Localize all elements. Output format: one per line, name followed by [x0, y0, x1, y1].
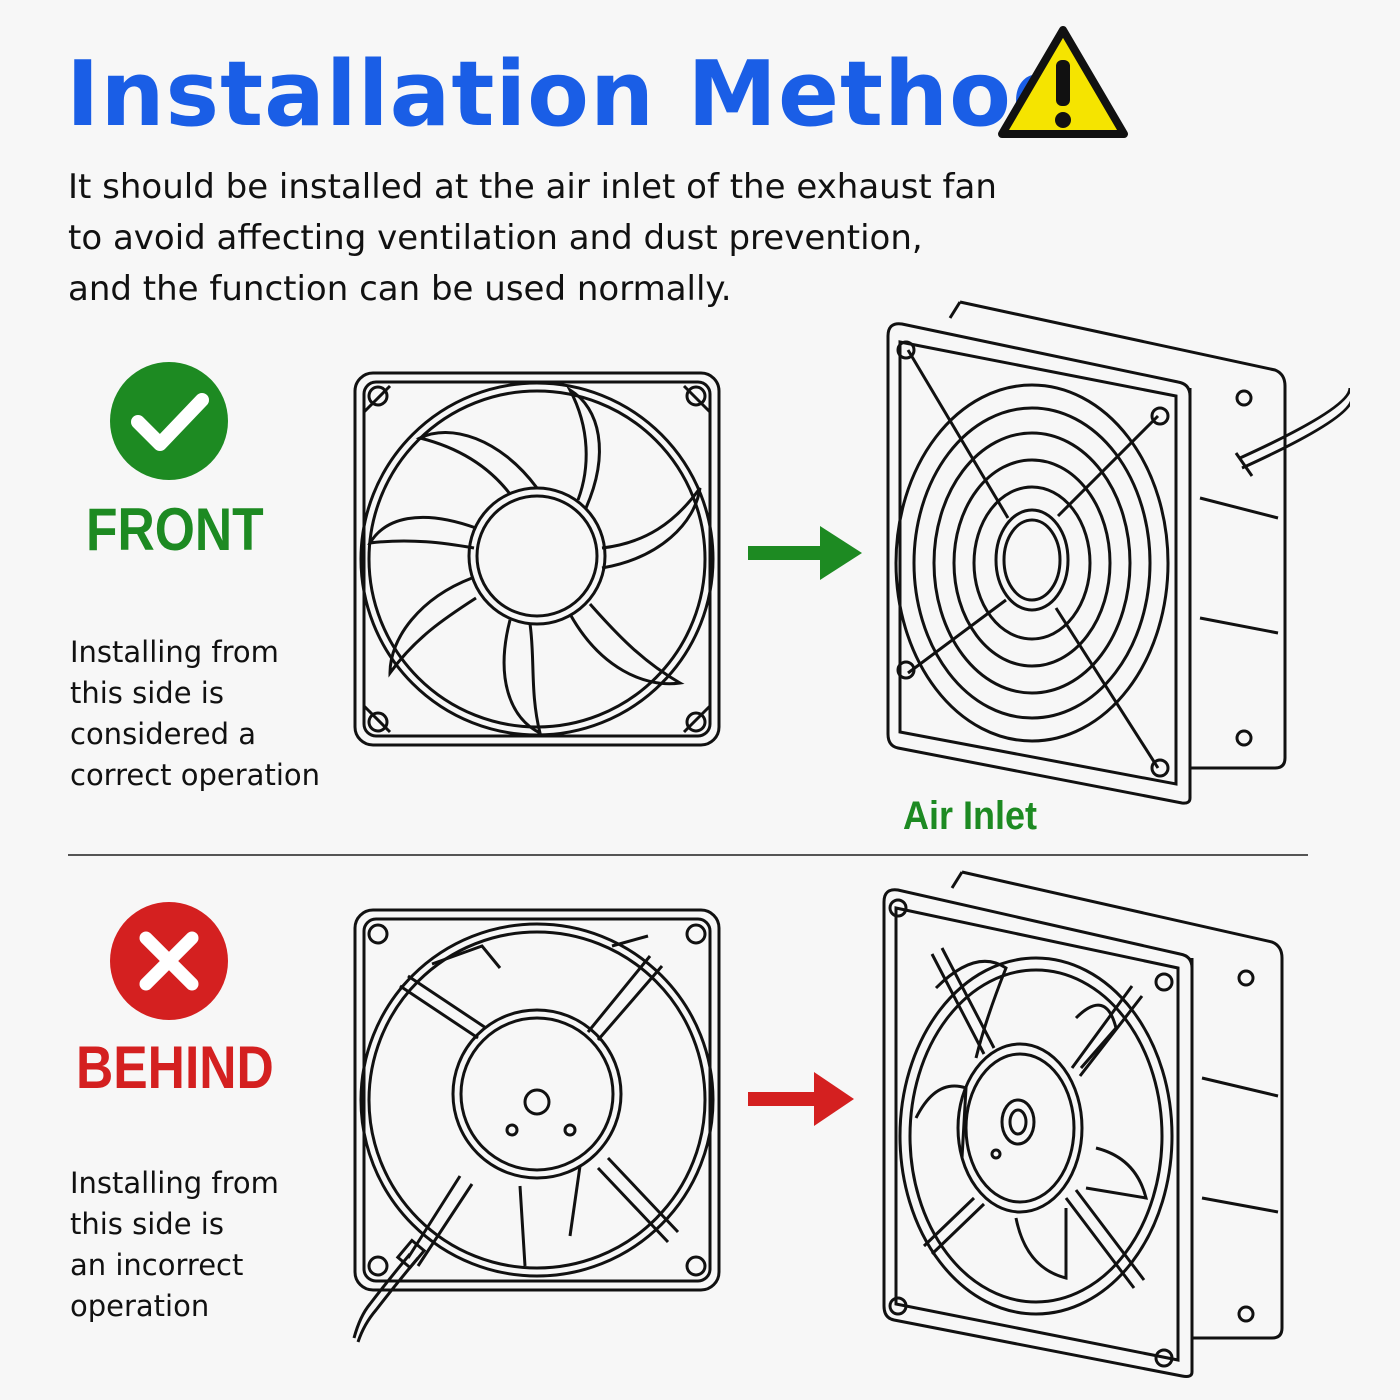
behind-note-line: Installing from [70, 1166, 279, 1200]
fan-back-face-icon [352, 908, 721, 1343]
front-label: FRONT [86, 496, 264, 563]
arrow-right-icon [748, 526, 862, 580]
description-line: It should be installed at the air inlet … [68, 167, 997, 207]
fan-front-face-icon [353, 371, 721, 747]
description-line: to avoid affecting ventilation and dust … [68, 218, 923, 258]
cross-icon [110, 902, 228, 1020]
description: It should be installed at the air inlet … [68, 162, 997, 315]
front-note-line: Installing from [70, 635, 279, 669]
check-icon [110, 362, 228, 480]
front-note-line: this side is [70, 676, 224, 710]
front-note: Installing from this side is considered … [70, 632, 320, 796]
air-inlet-label: Air Inlet [903, 794, 1038, 838]
front-note-line: correct operation [70, 758, 320, 792]
behind-label: BEHIND [76, 1034, 274, 1101]
description-line: and the function can be used normally. [68, 269, 732, 309]
fan-front-grill-icon [886, 300, 1350, 805]
section-divider [68, 854, 1308, 856]
fan-back-perspective-icon [882, 870, 1284, 1378]
page-title: Installation Method [66, 42, 1078, 147]
arrow-right-icon [748, 1072, 854, 1126]
behind-note-line: operation [70, 1289, 210, 1323]
behind-note-line: an incorrect [70, 1248, 244, 1282]
front-note-line: considered a [70, 717, 257, 751]
warning-icon [998, 26, 1128, 138]
behind-note: Installing from this side is an incorrec… [70, 1163, 279, 1327]
behind-note-line: this side is [70, 1207, 224, 1241]
